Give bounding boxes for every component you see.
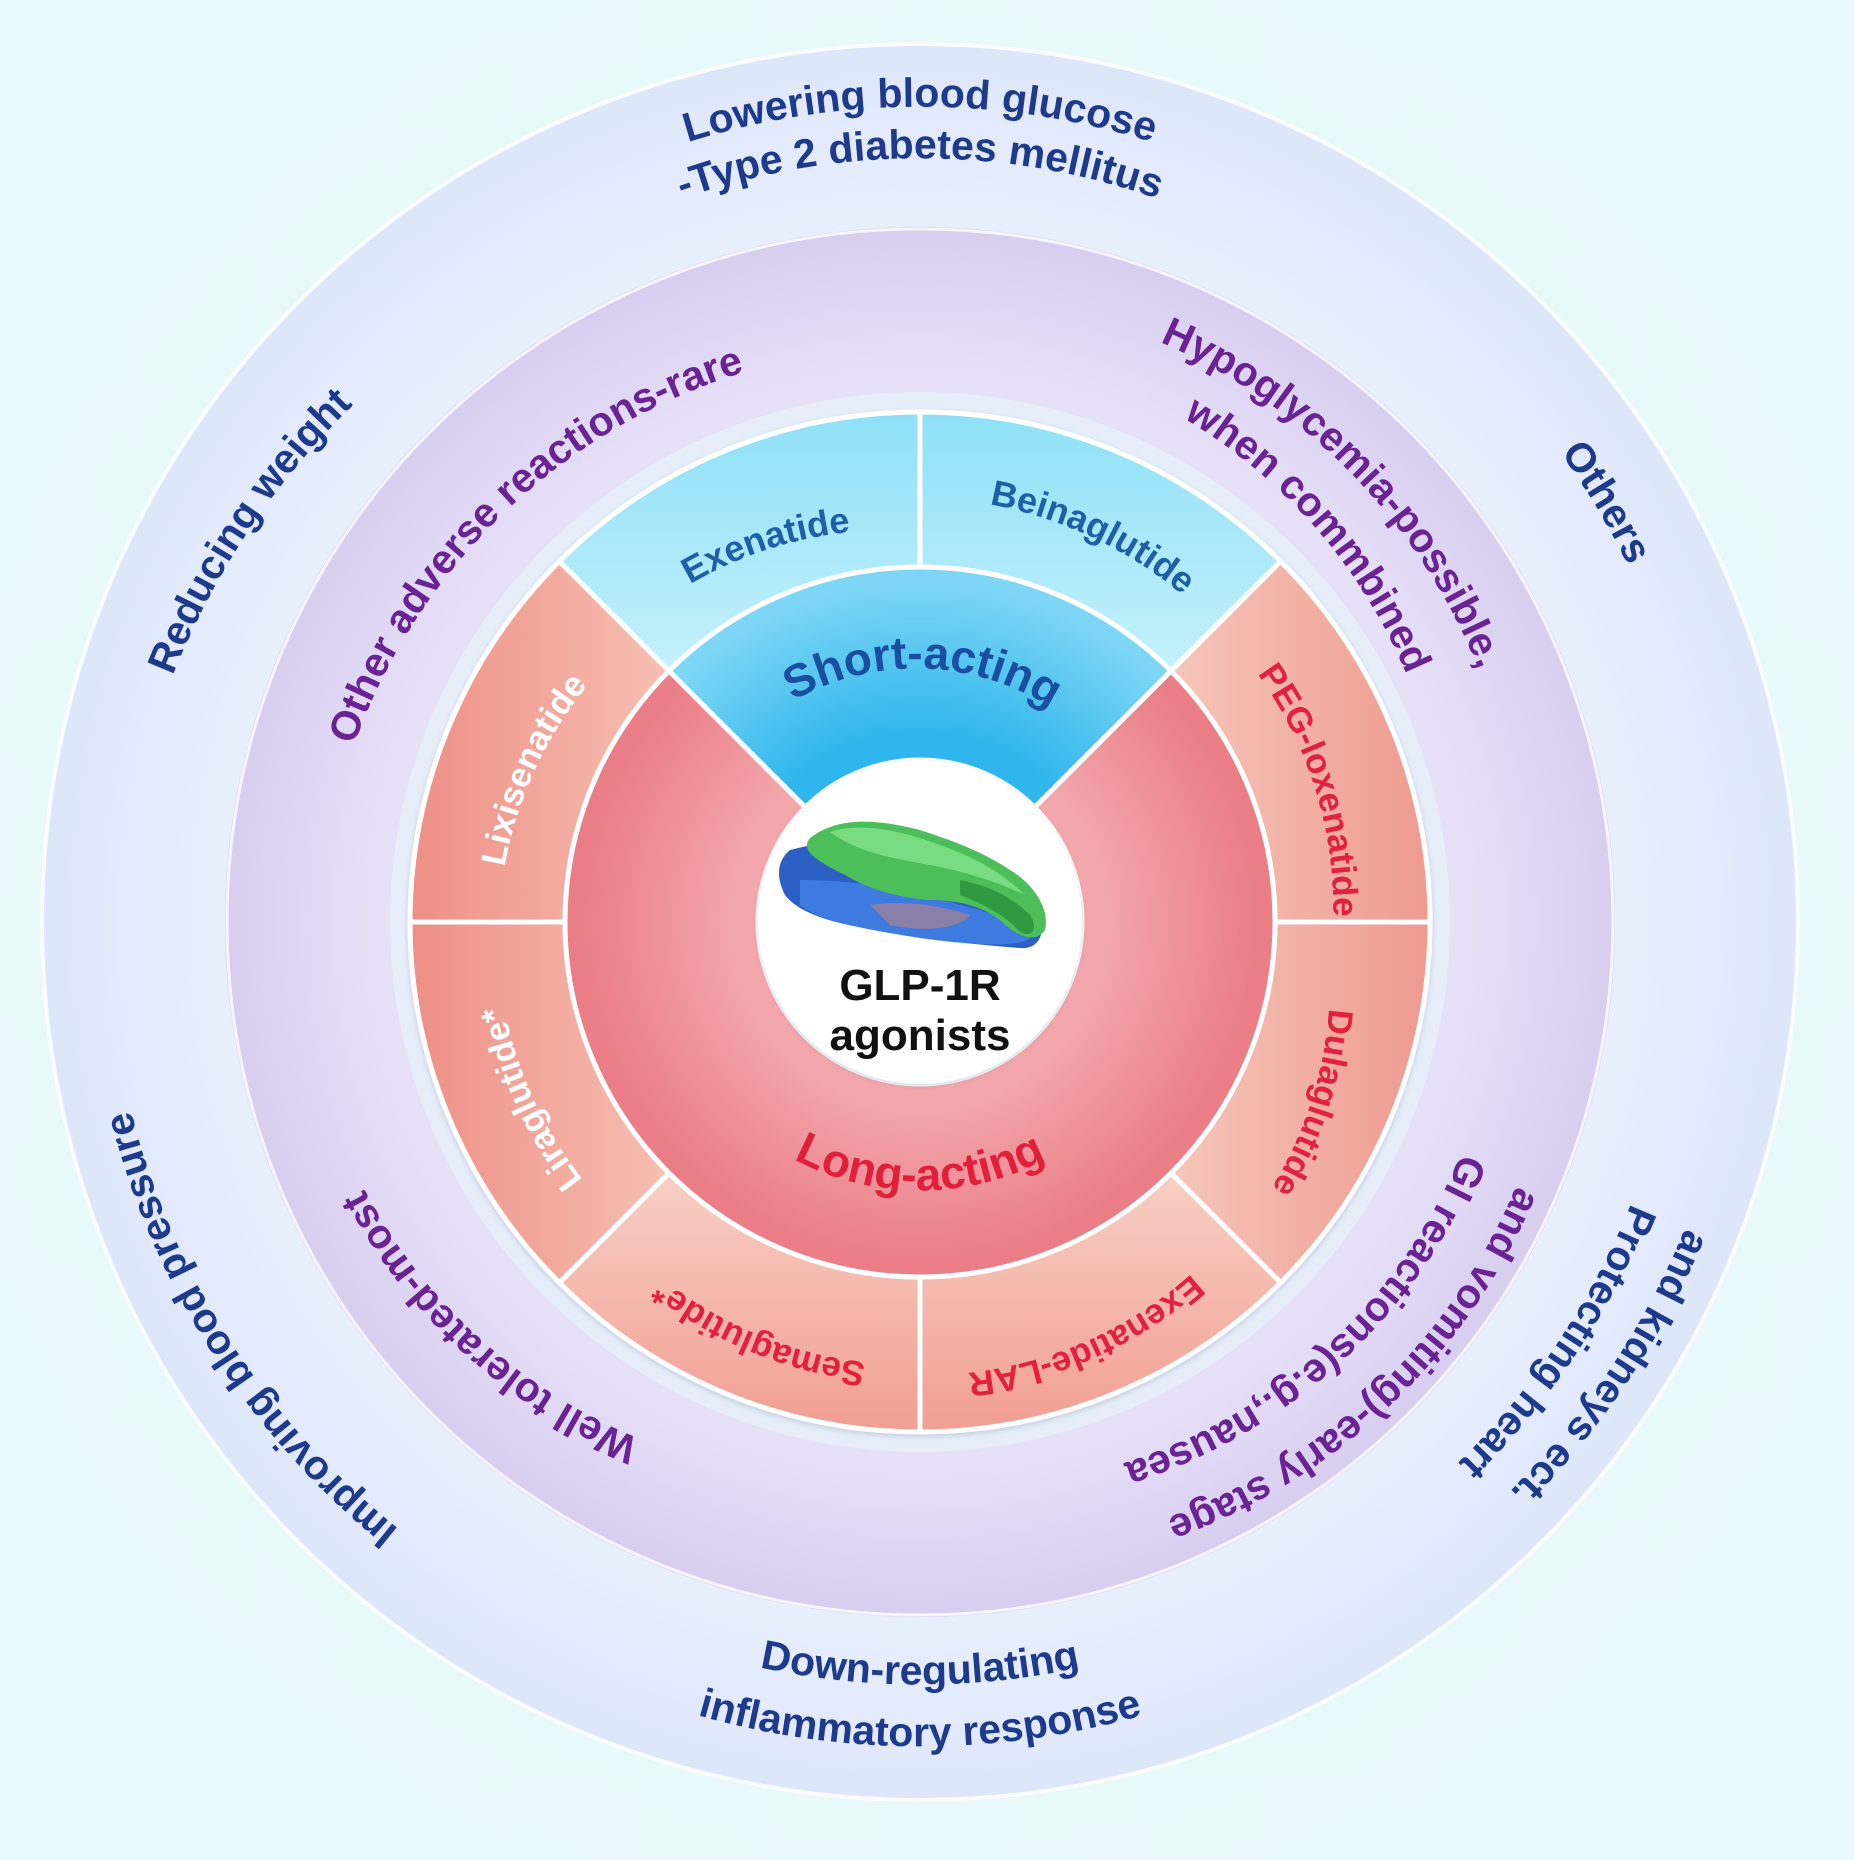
center-title-line1: GLP-1R <box>839 961 1000 1010</box>
glp1r-protein-icon <box>778 821 1046 949</box>
category-ring <box>562 564 1278 1280</box>
center-title-line2: agonists <box>830 1011 1011 1060</box>
